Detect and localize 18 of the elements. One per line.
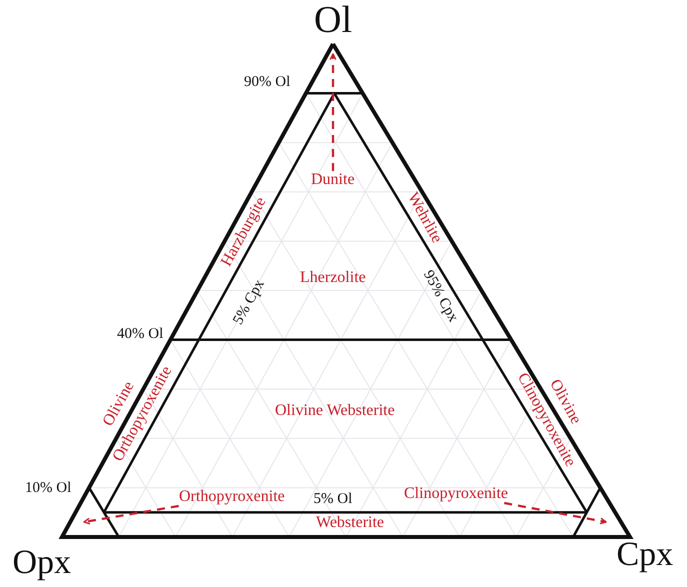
vertex-label: Opx — [12, 546, 72, 580]
arrow — [504, 502, 607, 524]
boundary-label: 10% Ol — [25, 480, 72, 496]
rock-name-label: Dunite — [309, 172, 357, 188]
field-label: Websterite — [316, 515, 384, 531]
field-label: Lherzolite — [300, 270, 366, 286]
boundary-label: 40% Ol — [117, 326, 164, 342]
boundary-label: 5% Ol — [314, 492, 352, 506]
boundary-label: 5% Cpx — [230, 277, 268, 327]
vertex-label: Cpx — [616, 538, 674, 572]
rock-name-label: Clinopyroxenite — [402, 486, 510, 502]
boundary-label: 90% Ol — [244, 74, 290, 90]
boundary-label: 95% Cpx — [420, 268, 460, 324]
rock-name-label: Orthopyroxenite — [177, 489, 287, 505]
arrow — [83, 504, 179, 525]
field-label: Olivine Websterite — [275, 403, 395, 419]
vertex-label: Ol — [314, 1, 352, 39]
arrow — [330, 53, 336, 171]
